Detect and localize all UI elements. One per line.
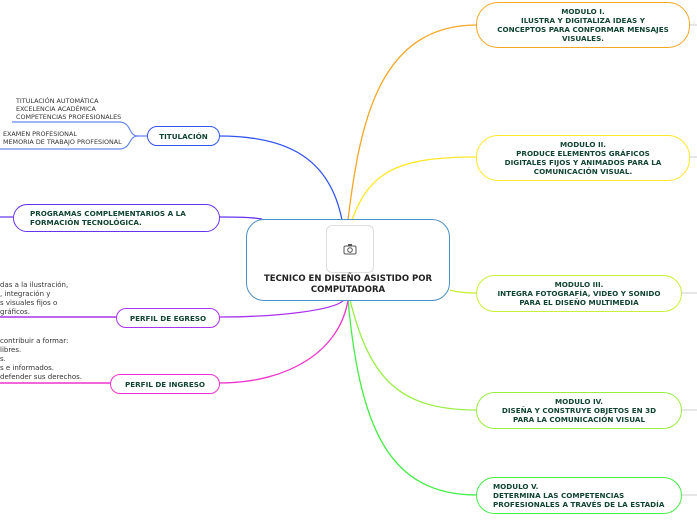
perfil-egreso-text: PERFIL DE EGRESO xyxy=(129,313,207,323)
module-1-text: MODULO I. ILUSTRA Y DIGITALIZA IDEAS Y C… xyxy=(497,7,669,43)
module-3-text: MODULO III. INTEGRA FOTOGRAFÍA, VIDEO Y … xyxy=(497,280,661,307)
module-1-node[interactable]: MODULO I. ILUSTRA Y DIGITALIZA IDEAS Y C… xyxy=(476,2,690,48)
programas-node[interactable]: PROGRAMAS COMPLEMENTARIOS A LA FORMACIÓN… xyxy=(13,204,220,232)
central-title: TECNICO EN DISEÑO ASISTIDO POR COMPUTADO… xyxy=(263,274,433,295)
perfil-egreso-node[interactable]: PERFIL DE EGRESO xyxy=(116,308,220,328)
titulacion-sub-2[interactable]: EXAMEN PROFESIONAL MEMORIA DE TRABAJO PR… xyxy=(3,130,122,147)
module-5-node[interactable]: MODULO V. DETERMINA LAS COMPETENCIAS PRO… xyxy=(476,477,682,514)
module-5-text: MODULO V. DETERMINA LAS COMPETENCIAS PRO… xyxy=(493,482,665,509)
module-4-text: MODULO IV. DISEÑA Y CONSTRUYE OBJETOS EN… xyxy=(501,397,657,424)
module-3-node[interactable]: MODULO III. INTEGRA FOTOGRAFÍA, VIDEO Y … xyxy=(476,275,682,312)
perfil-ingreso-node[interactable]: PERFIL DE INGRESO xyxy=(110,374,220,394)
perfil-egreso-detail[interactable]: das a la ilustración, , integración y s … xyxy=(0,281,69,316)
perfil-ingreso-detail[interactable]: contribuir a formar: libres. s. s e info… xyxy=(0,337,82,381)
module-4-node[interactable]: MODULO IV. DISEÑA Y CONSTRUYE OBJETOS EN… xyxy=(476,392,682,429)
programas-text: PROGRAMAS COMPLEMENTARIOS A LA FORMACIÓN… xyxy=(30,209,186,227)
perfil-ingreso-text: PERFIL DE INGRESO xyxy=(124,379,206,389)
titulacion-sub-1[interactable]: TITULACIÓN AUTOMÁTICA EXCELENCIA ACADÉMI… xyxy=(16,97,122,122)
camera-icon[interactable] xyxy=(326,225,374,273)
titulacion-node[interactable]: TITULACIÓN xyxy=(147,126,220,146)
titulacion-text: TITULACIÓN xyxy=(159,131,208,141)
module-2-text: MODULO II. PRODUCE ELEMENTOS GRÁFICOS DI… xyxy=(504,140,662,176)
module-2-node[interactable]: MODULO II. PRODUCE ELEMENTOS GRÁFICOS DI… xyxy=(476,135,690,181)
central-topic[interactable]: TECNICO EN DISEÑO ASISTIDO POR COMPUTADO… xyxy=(246,219,450,301)
